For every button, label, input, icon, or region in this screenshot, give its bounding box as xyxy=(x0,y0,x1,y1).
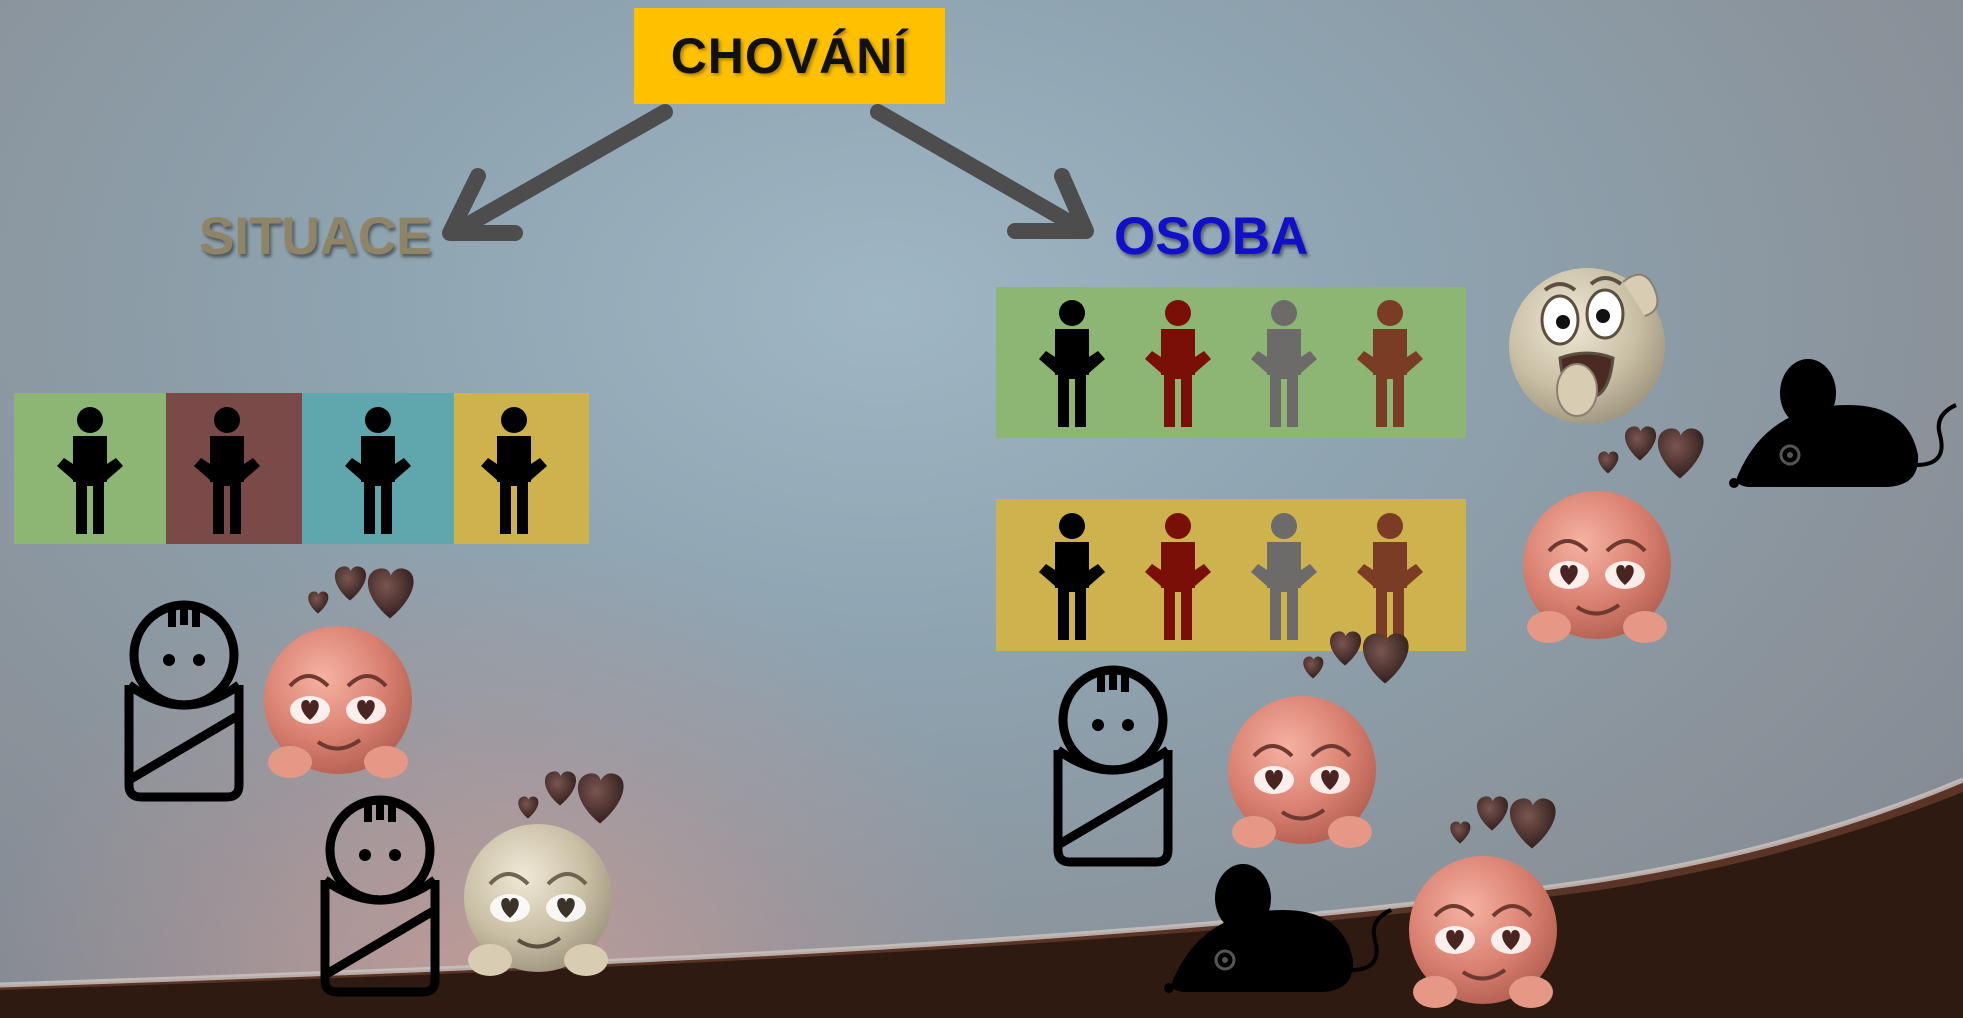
title-box: CHOVÁNÍ xyxy=(634,8,945,104)
title-text: CHOVÁNÍ xyxy=(670,28,909,84)
situace-label: SITUACE xyxy=(199,207,432,266)
mouse-icon xyxy=(1727,357,1958,490)
osoba-label: OSOBA xyxy=(1114,207,1309,266)
scared-smiley-icon xyxy=(1509,268,1665,424)
mouse-icon xyxy=(1162,862,1393,995)
